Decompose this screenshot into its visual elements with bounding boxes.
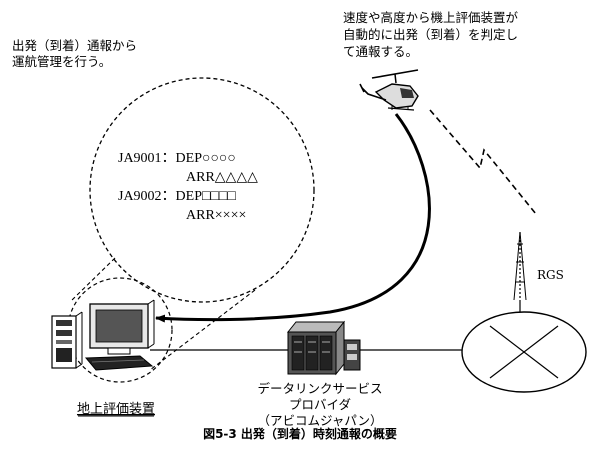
radio-link-icon: [429, 109, 537, 215]
flight-data-arrow: [155, 113, 431, 323]
left-note-line1: 出発（到着）通報から: [12, 38, 137, 53]
network-router-icon: [461, 311, 587, 393]
provider-label-line2: プロバイダ: [289, 397, 351, 412]
figure-caption: 図5-3 出発（到着）時刻通報の概要: [203, 426, 397, 441]
log-row-3: JA9002：DEP□□□□: [118, 189, 236, 204]
log-row-2: ARR△△△△: [186, 170, 258, 185]
right-note-line2: 自動的に出発（到着）を判定し: [343, 27, 518, 42]
callout-bubble: [89, 77, 315, 303]
helicopter-icon: [359, 69, 419, 111]
right-note-line3: て通報する。: [343, 44, 418, 59]
workstation-icon: [51, 299, 155, 371]
left-note-line2: 運航管理を行う。: [12, 54, 111, 69]
log-row-4: ARR××××: [186, 208, 246, 223]
server-rack-icon: [286, 320, 361, 376]
ground-station-label: 地上評価装置: [77, 402, 155, 417]
rgs-label: RGS: [537, 268, 564, 282]
callout-pointer-right: [149, 289, 256, 371]
provider-label-line3: （アビコムジャパン）: [257, 413, 382, 428]
antenna-tower-icon: [513, 231, 527, 301]
provider-label-line1: データリンクサービス: [257, 381, 382, 396]
callout-pointer-left: [71, 257, 116, 301]
right-note-line1: 速度や高度から機上評価装置が: [343, 10, 519, 25]
log-row-1: JA9001：DEP○○○○: [118, 151, 236, 166]
